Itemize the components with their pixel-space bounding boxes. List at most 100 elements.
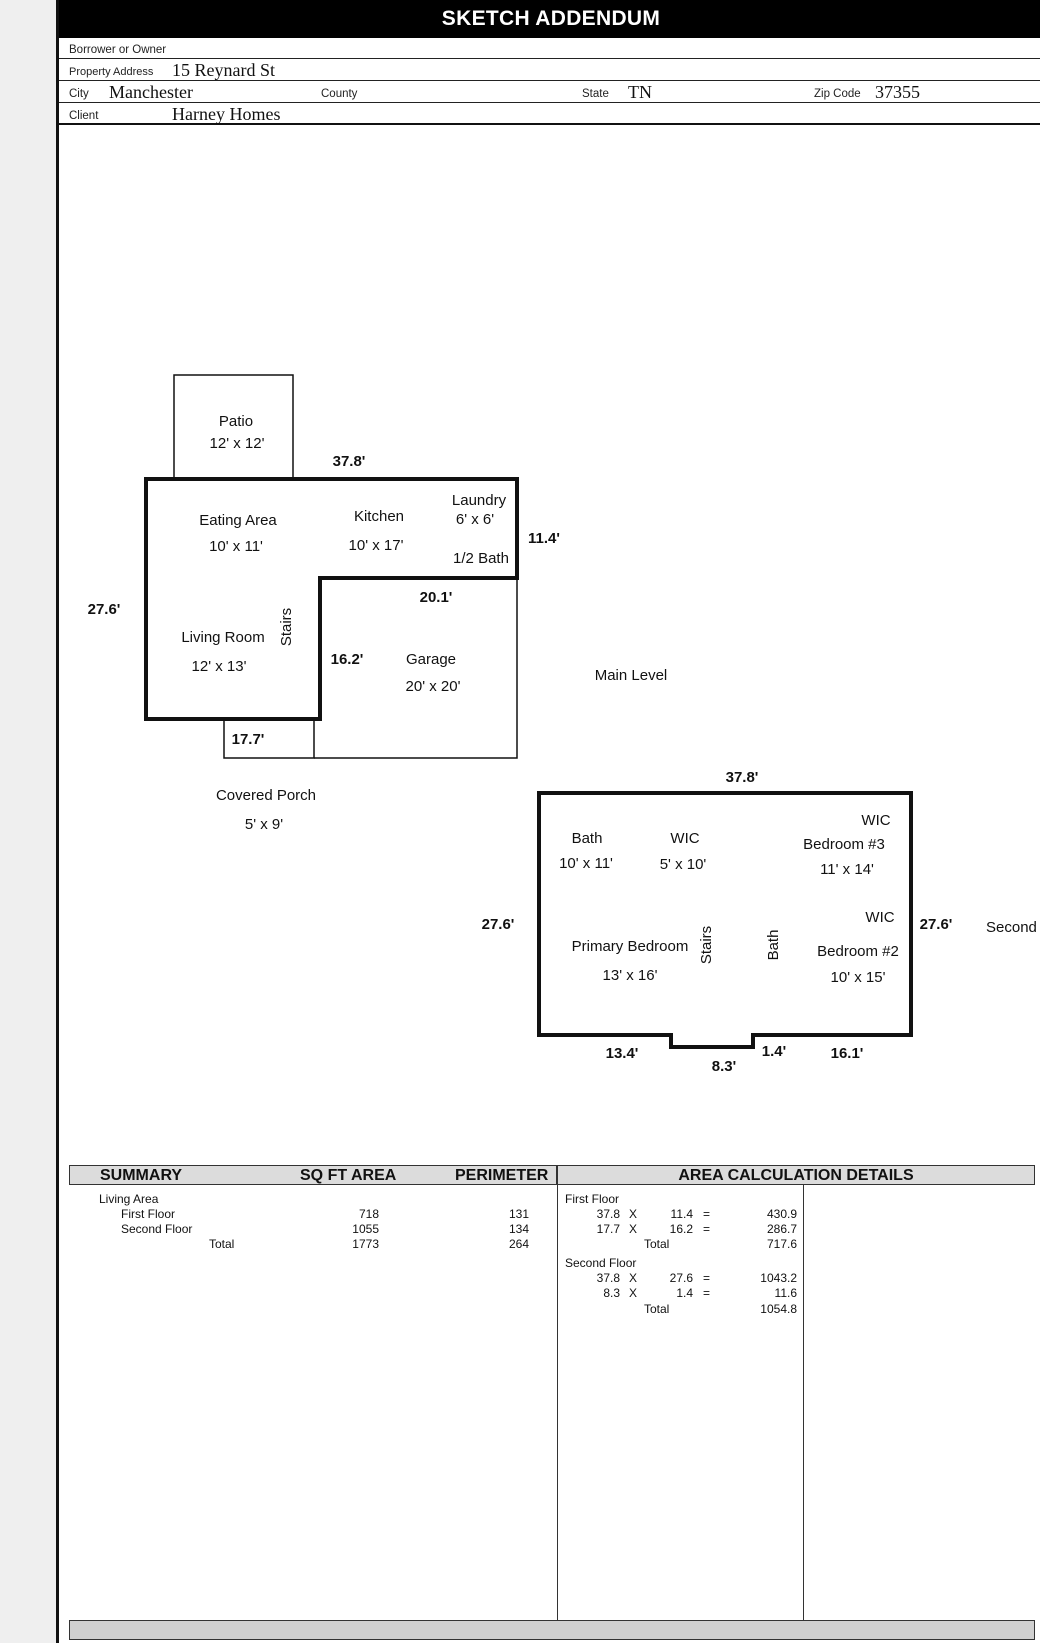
detail-second-row1-a: 37.8 [596,1271,620,1285]
city-row: City Manchester County State TN Zip Code… [59,81,1040,103]
detail-first-row2-a: 17.7 [596,1222,620,1236]
living-room-name: Living Room [181,629,264,646]
detail-first-row1-a: 37.8 [596,1207,620,1221]
client-label: Client [69,110,99,122]
detail-second-row1-b: 27.6 [669,1271,693,1285]
second-level-label: Second [986,919,1037,936]
zip-value: 37355 [875,82,920,102]
detail-second-total-label: Total [644,1302,670,1316]
summary-header: SUMMARY SQ FT AREA PERIMETER [69,1165,557,1185]
detail-first-row1-b: 11.4 [670,1207,693,1221]
living-room-size: 12' x 13' [192,658,247,675]
sqft-col-header: SQ FT AREA [300,1167,397,1184]
detail-first-row2-b: 16.2 [669,1222,693,1236]
client-value: Harney Homes [172,104,281,124]
total-perimeter: 264 [508,1237,529,1251]
first-floor-name: First Floor [121,1207,175,1221]
second-floor-name: Second Floor [121,1222,193,1236]
half-bath-label: 1/2 Bath [453,550,509,567]
total-name: Total [209,1237,235,1251]
page-title: SKETCH ADDENDUM [59,0,1040,38]
details-header: AREA CALCULATION DETAILS [557,1165,1035,1185]
borrower-row: Borrower or Owner [59,38,1040,59]
bedroom3-size: 11' x 14' [820,861,874,878]
detail-second-row2-a: 8.3 [603,1286,620,1300]
detail-second-floor-label: Second Floor [565,1256,637,1270]
garage-dim-left: 16.2' [331,651,364,668]
detail-second-row1-eq: = [703,1271,711,1285]
detail-first-floor-label: First Floor [565,1192,619,1206]
second-floor-outline [537,791,913,1049]
second-dim-right: 27.6' [920,916,953,933]
bath-name: Bath [572,830,603,847]
detail-first-row1-op: X [629,1207,638,1221]
laundry-name: Laundry [452,492,507,509]
second-dim-left: 27.6' [482,916,515,933]
laundry-size: 6' x 6' [456,511,494,528]
wic-name: WIC [670,830,699,847]
kitchen-name: Kitchen [354,508,404,525]
detail-second-total: 1054.8 [760,1302,797,1316]
first-floor-sqft: 718 [358,1207,379,1221]
wic-size: 5' x 10' [660,856,707,873]
garage-outline [314,577,518,759]
first-floor-perimeter: 131 [508,1207,529,1221]
second-dim-bottom-right: 16.1' [831,1045,864,1062]
detail-first-total: 717.6 [766,1237,797,1251]
primary-bedroom-name: Primary Bedroom [572,938,689,955]
second-dim-bottom-mid: 8.3' [712,1058,736,1075]
detail-first-row2-op: X [629,1222,638,1236]
detail-first-row1-result: 430.9 [766,1207,797,1221]
second-dim-bottom-notch: 1.4' [762,1043,786,1060]
main-dim-right: 11.4' [528,530,560,547]
second-floor-sqft: 1055 [352,1222,379,1236]
summary-section: SUMMARY SQ FT AREA PERIMETER AREA CALCUL… [69,1165,1035,1640]
second-floor-perimeter: 134 [508,1222,529,1236]
bedroom2-name: Bedroom #2 [817,943,899,960]
primary-bedroom-size: 13' x 16' [603,967,658,984]
details-divider [557,1185,558,1640]
second-dim-top: 37.8' [726,769,759,786]
address-row: Property Address 15 Reynard St [59,59,1040,81]
bedroom3-name: Bedroom #3 [803,836,885,853]
borrower-label: Borrower or Owner [69,44,167,56]
detail-second-row1-result: 1043.2 [760,1271,797,1285]
main-level-label: Main Level [595,667,668,684]
garage-name: Garage [406,651,456,668]
sketch-addendum-page: SKETCH ADDENDUM Borrower or Owner Proper… [56,0,1040,1643]
kitchen-size: 10' x 17' [349,537,404,554]
detail-second-row2-eq: = [703,1286,711,1300]
footer-bar [69,1620,1035,1640]
garage-size: 20' x 20' [406,678,461,695]
covered-porch-size: 5' x 9' [245,816,283,833]
second-bath-label: Bath [765,930,782,961]
details-right-divider [803,1185,804,1640]
wic-bedroom3-label: WIC [861,812,890,829]
floor-plan-sketch: Patio 12' x 12' 37.8' Eating Area 10' x … [88,374,1037,1075]
client-row: Client Harney Homes [59,103,1040,124]
second-level-plan: 37.8' WIC Bath 10' x 11' WIC 5' x 10' Be… [482,769,1037,1075]
property-address-value: 15 Reynard St [172,60,275,80]
main-stairs-label: Stairs [278,608,295,646]
bedroom2-size: 10' x 15' [831,969,886,986]
covered-porch-outline [223,719,315,759]
covered-porch-name: Covered Porch [216,787,316,804]
patio-name: Patio [219,413,253,430]
second-dim-bottom-left: 13.4' [606,1045,639,1062]
detail-first-total-label: Total [644,1237,670,1251]
state-label: State [582,88,609,100]
detail-first-row2-result: 286.7 [766,1222,797,1236]
perimeter-col-header: PERIMETER [455,1167,549,1184]
eating-area-size: 10' x 11' [209,538,263,555]
city-value: Manchester [109,82,193,102]
detail-second-row2-op: X [629,1286,638,1300]
detail-second-row2-result: 11.6 [774,1286,797,1300]
main-level-plan: Patio 12' x 12' 37.8' Eating Area 10' x … [88,374,668,833]
second-stairs-label: Stairs [698,926,715,964]
county-label: County [321,88,358,100]
property-address-label: Property Address [69,66,154,78]
eating-area-name: Eating Area [199,512,277,529]
detail-first-row1-eq: = [703,1207,711,1221]
summary-col-header: SUMMARY [100,1167,183,1184]
living-area-label: Living Area [99,1192,159,1206]
